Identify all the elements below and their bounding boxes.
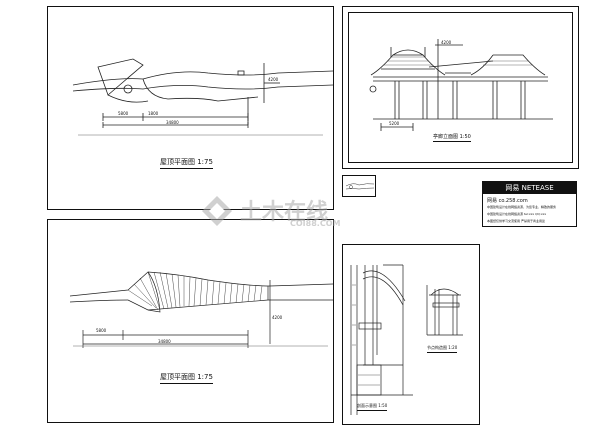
section-drawing	[350, 264, 463, 415]
dimension-height: 4200	[268, 77, 279, 82]
roof-plan-drawing-top	[72, 58, 334, 136]
watermark-subtext: COI88.COM	[290, 219, 341, 228]
sheet-title: 剖面示意图 1:50	[357, 403, 388, 411]
dimension-width: 5200	[389, 121, 400, 126]
dimension-height: 4200	[441, 40, 452, 45]
sheet-title: 屋顶平面图 1:75	[160, 372, 213, 384]
dimension-left: 5800	[96, 328, 107, 333]
title-block-line: 本图纸仅供学习交流使用 严禁用于商业用途	[487, 219, 545, 223]
sheet-roof-plan-bottom: 5800 34800 4200 屋顶平面图 1:75	[47, 219, 334, 423]
title-block-line: 网易 co.258.com	[487, 198, 528, 204]
sheet-elevation: 5200 4200 亭廊立面图 1:50	[342, 6, 579, 169]
title-block: 网易 NETEASE 网易 co.258.com 中国建筑设计在线网络资源，为您…	[482, 181, 577, 227]
title-block-line: 中国建筑设计在线网络资源 tel:xxx QQ:xxx	[487, 212, 547, 216]
inner-frame	[348, 12, 573, 163]
sheet-title: 节点构造图 1:20	[427, 345, 458, 353]
dimension-total: 34800	[158, 339, 171, 344]
watermark: 土木在线 COI88.COM	[200, 192, 420, 232]
sheet-section-detail: 剖面示意图 1:50 节点构造图 1:20	[342, 244, 480, 425]
title-block-line: 中国建筑设计在线网络资源，为您专业、精致的服务	[487, 205, 557, 209]
watermark-text: 土木在线	[240, 200, 329, 225]
elevation-drawing	[369, 39, 553, 131]
dimension-total: 34800	[166, 120, 179, 125]
dimension-left: 5800	[118, 111, 129, 116]
dimension-small: 1800	[148, 111, 159, 116]
sheet-roof-plan-top: 5800 1800 34800 4200 屋顶平面图 1:75	[47, 6, 334, 210]
thumbnail	[342, 175, 376, 197]
dimension-height: 4200	[272, 315, 283, 320]
title-block-header: 网易 NETEASE	[483, 182, 576, 194]
roof-plan-drawing-bottom	[69, 271, 334, 348]
sheet-title: 亭廊立面图 1:50	[433, 134, 471, 142]
watermark-logo-icon	[202, 196, 232, 226]
thumbnail-drawing	[345, 183, 375, 190]
sheet-title: 屋顶平面图 1:75	[160, 157, 213, 169]
